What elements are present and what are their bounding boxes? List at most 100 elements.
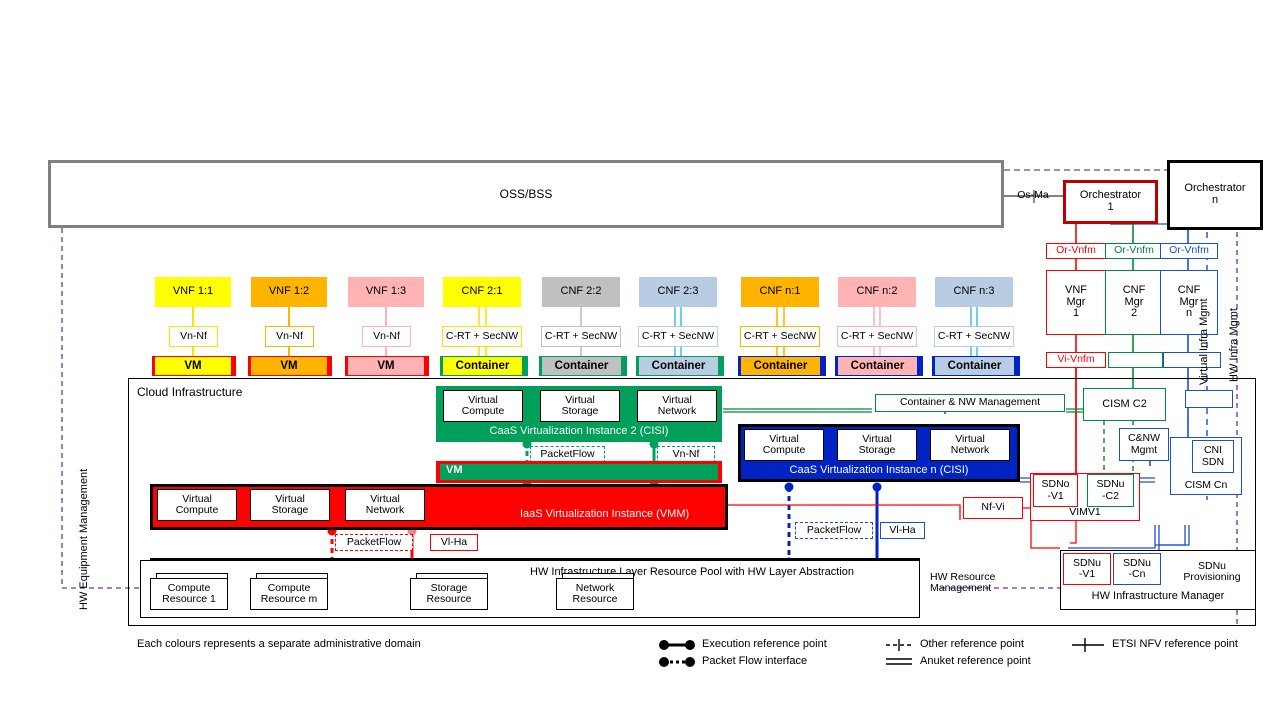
cnf-n-2-box[interactable]: CNF n:2 (838, 277, 916, 307)
vm-box-2[interactable]: VM (251, 357, 327, 375)
vnf-1-1-box[interactable]: VNF 1:1 (155, 277, 231, 307)
compute-resource-m-box[interactable]: Compute Resource m (250, 578, 328, 610)
cnf-mgr2-line3: 2 (1130, 307, 1138, 320)
vnf-1-2-box[interactable]: VNF 1:2 (251, 277, 327, 307)
cnf-manager-2-box[interactable]: CNF Mgr 2 (1105, 270, 1163, 335)
container-box-4[interactable]: Container (741, 357, 820, 375)
sdnu-cn-box[interactable]: SDNu -Cn (1113, 553, 1161, 585)
sdnu-v1-box[interactable]: SDNu -V1 (1063, 553, 1111, 585)
caasn-virtual-storage[interactable]: Virtual Storage (837, 429, 917, 461)
or-vnfm-label-1: Or-Vnfm (1056, 244, 1096, 257)
packetflow-reference-point-blue[interactable]: PacketFlow (795, 522, 873, 539)
or-vnfm-label-2: Or-Vnfm (1114, 244, 1154, 257)
iaas-virtual-storage[interactable]: Virtual Storage (250, 489, 330, 521)
cnf-n-3-box[interactable]: CNF n:3 (935, 277, 1013, 307)
legend-execution-label: Execution reference point (702, 638, 827, 650)
vnf-mgr-line1: VNF (1065, 284, 1087, 297)
caas-instance-n-label: CaaS Virtualization Instance n (CISI) (789, 464, 969, 477)
iaas-instance-block[interactable] (150, 484, 728, 530)
or-vnfm-reference-point-3[interactable]: Or-Vnfm (1160, 243, 1218, 259)
iaas-virtual-compute[interactable]: Virtual Compute (157, 489, 237, 521)
cnf-mgr2-line2: Mgr (1124, 295, 1144, 308)
vn-nf-reference-point-green[interactable]: Vn-Nf (657, 446, 715, 463)
iaas-instance-label: IaaS Virtualization Instance (VMM) (520, 508, 690, 520)
orchestrator-n-label: Orchestrator (1184, 182, 1246, 195)
vi-ha-reference-point-blue[interactable]: Vl-Ha (880, 522, 925, 539)
vnf-manager-1-box[interactable]: VNF Mgr 1 (1046, 270, 1106, 335)
os-ma-reference-point[interactable]: Os-Ma (1008, 186, 1058, 206)
cnf-mgrn-line3: n (1185, 307, 1193, 320)
vm-bar-inner[interactable] (440, 464, 718, 480)
nf-vi-reference-point[interactable]: Nf-Vi (963, 497, 1023, 519)
sdno-v1-box[interactable]: SDNo -V1 (1033, 474, 1078, 507)
cnf-mgr2-line1: CNF (1122, 284, 1146, 297)
orchestrator-1-label: Orchestrator (1079, 189, 1142, 202)
container-box-3[interactable]: Container (639, 357, 718, 375)
oss-bss-box[interactable]: OSS/BSS (48, 160, 1004, 228)
vm-bar-label: VM (446, 464, 463, 476)
cnf-2-2-box[interactable]: CNF 2:2 (542, 277, 620, 307)
vm-box-3[interactable]: VM (348, 357, 424, 375)
vi-vnfm-label: Vi-Vnfm (1057, 353, 1095, 366)
legend-other-label: Other reference point (920, 638, 1024, 650)
caas2-virtual-network[interactable]: Virtual Network (637, 390, 717, 422)
container-box-2[interactable]: Container (542, 357, 621, 375)
or-vnfm-reference-point-2[interactable]: Or-Vnfm (1105, 243, 1163, 259)
orchestrator-n-index: n (1211, 194, 1219, 206)
cni-sdn-box[interactable]: CNI SDN (1192, 440, 1234, 473)
vnf-mgr-line3: 1 (1072, 307, 1080, 320)
container-nw-management-box[interactable]: Container & NW Management (875, 394, 1065, 412)
vn-nf-reference-point-2[interactable]: Vn-Nf (265, 326, 314, 347)
container-box-6[interactable]: Container (935, 357, 1014, 375)
vi-vnfm-placeholder-green[interactable] (1108, 352, 1163, 368)
container-box-1[interactable]: Container (443, 357, 522, 375)
vi-vnfm-placeholder-blue[interactable] (1163, 352, 1221, 368)
or-vnfm-reference-point-1[interactable]: Or-Vnfm (1046, 243, 1106, 259)
caas2-virtual-storage[interactable]: Virtual Storage (540, 390, 620, 422)
caasn-virtual-network[interactable]: Virtual Network (930, 429, 1010, 461)
caas2-virtual-compute[interactable]: Virtual Compute (443, 390, 523, 422)
sdnu-provisioning-box[interactable]: SDNu Provisioning (1183, 559, 1241, 583)
vi-ha-reference-point-red[interactable]: Vl-Ha (430, 534, 478, 551)
orchestrator-1-box[interactable]: Orchestrator 1 (1063, 180, 1158, 224)
container-box-5[interactable]: Container (838, 357, 917, 375)
c-rt-secnw-reference-point-5[interactable]: C-RT + SecNW (837, 326, 917, 347)
packetflow-reference-point-red[interactable]: PacketFlow (335, 534, 413, 551)
oss-bss-label: OSS/BSS (499, 186, 553, 201)
vn-nf-reference-point-3[interactable]: Vn-Nf (362, 326, 411, 347)
iaas-virtual-network[interactable]: Virtual Network (345, 489, 425, 521)
c-rt-secnw-reference-point-2[interactable]: C-RT + SecNW (541, 326, 621, 347)
c-rt-secnw-reference-point-1[interactable]: C-RT + SecNW (442, 326, 522, 347)
orchestrator-1-index: 1 (1107, 201, 1114, 213)
cloud-infrastructure-frame (128, 378, 1256, 626)
cism-c2-box[interactable]: CISM C2 (1083, 388, 1166, 421)
vn-nf-reference-point-1[interactable]: Vn-Nf (169, 326, 218, 347)
c-rt-secnw-reference-point-4[interactable]: C-RT + SecNW (740, 326, 820, 347)
virtual-infra-placeholder-box[interactable] (1185, 390, 1233, 408)
c-rt-secnw-reference-point-6[interactable]: C-RT + SecNW (934, 326, 1014, 347)
cnf-mgrn-line1: CNF (1177, 284, 1201, 297)
c-rt-secnw-reference-point-3[interactable]: C-RT + SecNW (638, 326, 718, 347)
hw-equipment-management-label: HW Equipment Management (78, 468, 90, 610)
cnf-2-3-box[interactable]: CNF 2:3 (639, 277, 717, 307)
vnf-mgr-line2: Mgr (1066, 295, 1086, 308)
compute-resource-1-box[interactable]: Compute Resource 1 (150, 578, 228, 610)
storage-resource-box[interactable]: Storage Resource (410, 578, 488, 610)
hw-infra-mgmt-label: HW Infra Mgmt (1228, 308, 1240, 382)
vm-box-1[interactable]: VM (155, 357, 231, 375)
caasn-virtual-compute[interactable]: Virtual Compute (744, 429, 824, 461)
vnf-1-3-label: VNF 1:3 (365, 285, 407, 298)
vnf-1-3-box[interactable]: VNF 1:3 (348, 277, 424, 307)
cnf-n-1-box[interactable]: CNF n:1 (741, 277, 819, 307)
cnf-manager-n-box[interactable]: CNF Mgr n (1160, 270, 1218, 335)
os-ma-label: Os-Ma (1017, 189, 1049, 202)
cnw-mgmt-box[interactable]: C&NW Mgmt (1119, 428, 1169, 461)
orchestrator-n-box[interactable]: Orchestrator n (1167, 160, 1263, 230)
vi-vnfm-reference-point[interactable]: Vi-Vnfm (1046, 352, 1106, 368)
legend-etsi-label: ETSI NFV reference point (1112, 638, 1238, 650)
network-resource-box[interactable]: Network Resource (556, 578, 634, 610)
sdnu-c2-box[interactable]: SDNu -C2 (1087, 474, 1134, 507)
cnf-mgrn-line2: Mgr (1179, 295, 1199, 308)
cnf-2-1-box[interactable]: CNF 2:1 (443, 277, 521, 307)
virtual-infra-mgmt-label: Virtual Infra Mgmt (1198, 298, 1210, 385)
